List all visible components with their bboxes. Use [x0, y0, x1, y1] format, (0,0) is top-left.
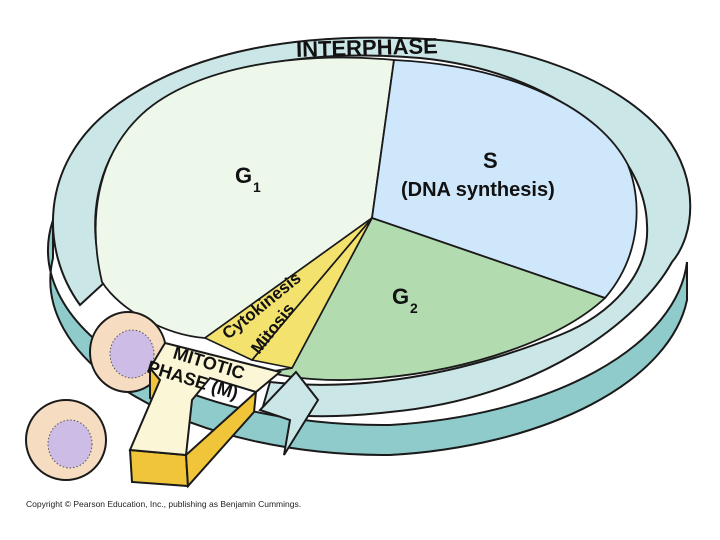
g2-label: G 2	[392, 284, 418, 316]
interphase-title: INTERPHASE	[296, 33, 438, 62]
ring-arrowhead	[258, 370, 320, 456]
g1-label: G 1	[235, 163, 261, 195]
s-label: S (DNA synthesis)	[401, 148, 555, 201]
segment-g2	[267, 216, 607, 381]
g2-letter: G	[392, 284, 409, 309]
g2-subscript: 2	[410, 300, 418, 316]
g1-subscript: 1	[253, 179, 261, 195]
segment-s	[371, 59, 638, 300]
mitotic-phase-arrow	[128, 341, 283, 489]
copyright-footer: Copyright © Pearson Education, Inc., pub…	[26, 499, 302, 509]
s-letter: S	[483, 148, 498, 173]
g1-letter: G	[235, 163, 252, 188]
s-detail: (DNA synthesis)	[401, 179, 555, 201]
daughter-cell-lower	[25, 399, 107, 481]
